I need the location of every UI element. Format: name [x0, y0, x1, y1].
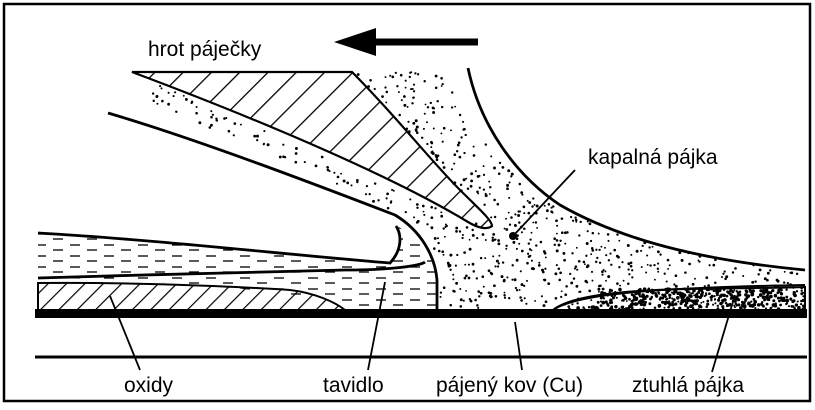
label-flux: tavidlo	[323, 374, 384, 397]
label-base-metal: pájený kov (Cu)	[436, 374, 583, 397]
label-solidified-solder: ztuhlá pájka	[632, 374, 744, 397]
liquid-solder-pointer-dot	[509, 232, 517, 240]
arrow-left-icon	[334, 28, 478, 56]
label-soldering-tip: hrot páječky	[148, 38, 262, 61]
label-oxides: oxidy	[124, 374, 174, 397]
base-metal-top-edge	[35, 309, 807, 318]
label-liquid-solder: kapalná pájka	[588, 146, 718, 169]
